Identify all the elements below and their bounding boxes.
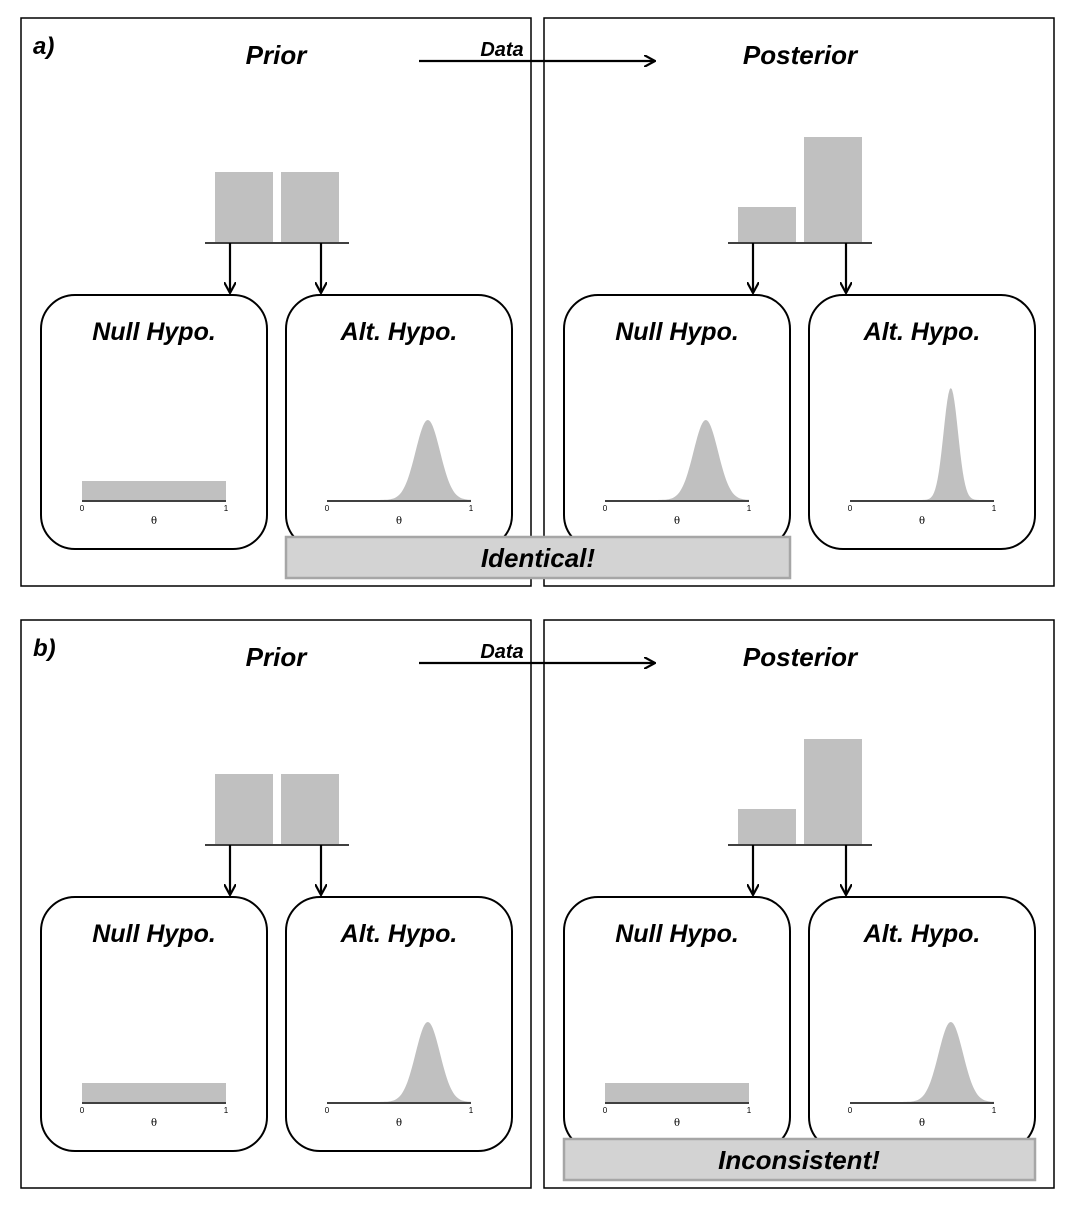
panel-label: a) — [33, 33, 54, 60]
hypothesis-title: Alt. Hypo. — [340, 318, 458, 346]
density-curve — [327, 1022, 471, 1102]
theta-label: θ — [151, 1118, 157, 1129]
posterior-frame — [543, 17, 1055, 587]
tick-max: 1 — [992, 504, 997, 513]
data-label: Data — [480, 39, 523, 61]
density-curve — [82, 1083, 226, 1102]
hypothesis-box-frame — [808, 294, 1036, 550]
posterior-prob-bar-null — [738, 809, 796, 844]
hypothesis-box-posterior-null: Null Hypo. 0 1 θ — [563, 294, 791, 550]
theta-label: θ — [674, 516, 680, 527]
hypothesis-title: Null Hypo. — [615, 318, 739, 346]
tick-max: 1 — [747, 1106, 752, 1115]
density-curve — [82, 481, 226, 500]
prior-title: Prior — [246, 40, 309, 70]
hypothesis-box-prior-alt: Alt. Hypo. 0 1 θ — [285, 294, 513, 550]
theta-label: θ — [396, 516, 402, 527]
prior-prob-bar-alt — [281, 774, 339, 844]
hypothesis-title: Alt. Hypo. — [863, 318, 981, 346]
tick-max: 1 — [469, 504, 474, 513]
density-curve — [850, 1022, 994, 1102]
theta-label: θ — [919, 1118, 925, 1129]
density-curve — [605, 420, 749, 500]
tick-min: 0 — [80, 504, 85, 513]
prior-frame — [20, 17, 532, 587]
hypothesis-title: Alt. Hypo. — [340, 920, 458, 948]
theta-label: θ — [674, 1118, 680, 1129]
tick-min: 0 — [325, 504, 330, 513]
prior-frame — [20, 619, 532, 1189]
theta-label: θ — [919, 516, 925, 527]
prior-title: Prior — [246, 642, 309, 672]
hypothesis-box-posterior-null: Null Hypo. 0 1 θ — [563, 896, 791, 1152]
panel-a: a) Prior Posterior Data Null Hypo. 0 1 θ… — [20, 17, 1055, 587]
posterior-prob-bar-alt — [804, 137, 862, 242]
density-curve — [605, 1083, 749, 1102]
posterior-frame — [543, 619, 1055, 1189]
tick-min: 0 — [80, 1106, 85, 1115]
hypothesis-box-posterior-alt: Alt. Hypo. 0 1 θ — [808, 294, 1036, 550]
data-label: Data — [480, 641, 523, 663]
tick-max: 1 — [224, 504, 229, 513]
hypothesis-box-prior-alt: Alt. Hypo. 0 1 θ — [285, 896, 513, 1152]
posterior-title: Posterior — [743, 40, 859, 70]
banner-box — [284, 535, 792, 580]
theta-label: θ — [151, 516, 157, 527]
hypothesis-box-posterior-alt: Alt. Hypo. 0 1 θ — [808, 896, 1036, 1152]
density-curve — [850, 388, 994, 500]
hypothesis-title: Alt. Hypo. — [863, 920, 981, 948]
hypothesis-title: Null Hypo. — [92, 318, 216, 346]
hypothesis-title: Null Hypo. — [615, 920, 739, 948]
posterior-prob-bar-null — [738, 207, 796, 242]
theta-label: θ — [396, 1118, 402, 1129]
tick-min: 0 — [603, 504, 608, 513]
hypothesis-title: Null Hypo. — [92, 920, 216, 948]
tick-max: 1 — [992, 1106, 997, 1115]
posterior-title: Posterior — [743, 642, 859, 672]
tick-max: 1 — [747, 504, 752, 513]
tick-min: 0 — [325, 1106, 330, 1115]
tick-min: 0 — [848, 1106, 853, 1115]
tick-max: 1 — [224, 1106, 229, 1115]
tick-max: 1 — [469, 1106, 474, 1115]
panel-label: b) — [33, 635, 56, 662]
panel-b: b) Prior Posterior Data Null Hypo. 0 1 θ… — [20, 619, 1055, 1189]
hypothesis-box-frame — [285, 896, 513, 1152]
density-curve — [327, 420, 471, 500]
prior-prob-bar-alt — [281, 172, 339, 242]
hypothesis-box-prior-null: Null Hypo. 0 1 θ — [40, 294, 268, 550]
posterior-prob-bar-alt — [804, 739, 862, 844]
banner-text: Inconsistent! — [718, 1145, 880, 1175]
tick-min: 0 — [848, 504, 853, 513]
prior-prob-bar-null — [215, 774, 273, 844]
banner-text: Identical! — [481, 543, 595, 573]
banner-box — [562, 1137, 1037, 1182]
hypothesis-box-prior-null: Null Hypo. 0 1 θ — [40, 896, 268, 1152]
prior-prob-bar-null — [215, 172, 273, 242]
tick-min: 0 — [603, 1106, 608, 1115]
